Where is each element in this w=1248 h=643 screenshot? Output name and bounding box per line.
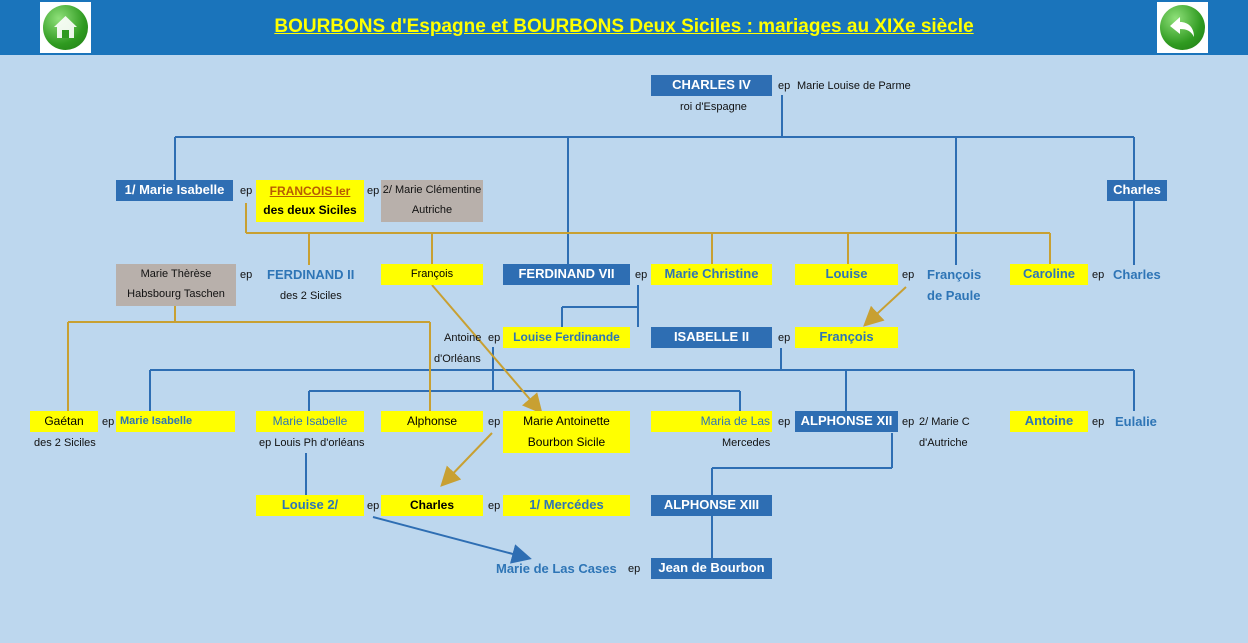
gaetan-title: des 2 Siciles (34, 437, 96, 449)
person-charles-iv: CHARLES IV (651, 75, 772, 96)
ep-label: ep (367, 185, 380, 197)
marie-isabelle-2-spouse: ep Louis Ph d'orléans (259, 437, 365, 449)
person-louise-2: Louise 2/ (256, 495, 364, 516)
marie-therese-origin: Habsbourg Taschen (127, 288, 225, 300)
person-francois-ier: FRANCOIS Ier des deux Siciles (256, 180, 364, 222)
person-charles-caroline-spouse: Charles (1113, 267, 1161, 282)
person-gaetan: Gaétan (30, 411, 98, 432)
person-marie-isabelle-1: 1/ Marie Isabelle (116, 180, 233, 201)
person-marie-isabelle-gaetan-spouse: Marie Isabelle (116, 411, 235, 432)
person-ferdinand-ii: FERDINAND II (267, 267, 355, 282)
person-louise: Louise (795, 264, 898, 285)
person-antoine: Antoine (1010, 411, 1088, 432)
family-tree: CHARLES IV ep Marie Louise de Parme roi … (0, 55, 1248, 643)
person-marie-therese: Marie Thèrèse Habsbourg Taschen (116, 264, 236, 306)
ep-label: ep (902, 269, 915, 281)
person-isabelle-ii: ISABELLE II (651, 327, 772, 348)
marie-clementine-name: 2/ Marie Clémentine (382, 184, 482, 197)
ep-label: ep (488, 416, 501, 428)
back-arrow-icon (1160, 5, 1205, 50)
person-charles-bottom: Charles (381, 495, 483, 516)
ep-label: ep (240, 185, 253, 197)
ep-label: ep (778, 80, 791, 92)
maria-de-las-mercedes-suffix: Mercedes (722, 437, 771, 449)
ep-label: ep (1092, 416, 1105, 428)
person-marie-c-autriche: 2/ Marie C (919, 416, 970, 428)
header-bar: BOURBONS d'Espagne et BOURBONS Deux Sici… (0, 0, 1248, 55)
home-icon (43, 5, 88, 50)
person-alphonse: Alphonse (381, 411, 483, 432)
francois-ier-name: FRANCOIS Ier (269, 184, 351, 198)
person-ferdinand-vii: FERDINAND VII (503, 264, 630, 285)
person-eulalie: Eulalie (1115, 414, 1157, 429)
ep-label: ep (1092, 269, 1105, 281)
ep-label: ep (902, 416, 915, 428)
ep-label: ep (102, 416, 115, 428)
back-button[interactable] (1157, 2, 1208, 53)
person-francois-sicile: François (381, 264, 483, 285)
marie-antoinette-name: Marie Antoinette (523, 414, 610, 428)
person-marie-christine: Marie Christine (651, 264, 772, 285)
marie-c-autriche-origin: d'Autriche (919, 437, 968, 449)
antoine-orleans-suffix: d'Orléans (434, 353, 481, 365)
person-marie-clementine: 2/ Marie Clémentine Autriche (381, 180, 483, 222)
person-antoine-orleans: Antoine (444, 332, 482, 344)
ferdinand-ii-title: des 2 Siciles (280, 290, 342, 302)
ep-label: ep (628, 563, 641, 575)
ep-label: ep (635, 269, 648, 281)
ep-label: ep (488, 332, 501, 344)
person-marie-isabelle-2: Marie Isabelle (256, 411, 364, 432)
person-maria-de-las-mercedes: Maria de Las (651, 411, 772, 432)
ep-label: ep (488, 500, 501, 512)
page-title: BOURBONS d'Espagne et BOURBONS Deux Sici… (274, 16, 974, 37)
person-charles-top: Charles (1107, 180, 1167, 201)
ep-label: ep (240, 269, 253, 281)
charles-iv-title: roi d'Espagne (680, 101, 747, 113)
person-marie-antoinette: Marie Antoinette Bourbon Sicile (503, 411, 630, 453)
person-caroline: Caroline (1010, 264, 1088, 285)
francois-ier-title: des deux Siciles (263, 203, 357, 217)
marie-therese-name: Marie Thèrèse (140, 268, 212, 281)
person-mercedes-1: 1/ Mercédes (503, 495, 630, 516)
ep-label: ep (367, 500, 380, 512)
person-jean-de-bourbon: Jean de Bourbon (651, 558, 772, 579)
person-francois-de-paule: François (927, 267, 982, 282)
ep-label: ep (778, 416, 791, 428)
tree-connectors (67, 95, 1135, 564)
marie-antoinette-house: Bourbon Sicile (527, 435, 606, 449)
person-alphonse-xii: ALPHONSE XII (795, 411, 898, 432)
marie-clementine-origin: Autriche (411, 204, 453, 216)
francois-de-paule-suffix: de Paule (927, 288, 981, 303)
person-alphonse-xiii: ALPHONSE XIII (651, 495, 772, 516)
person-louise-ferdinande: Louise Ferdinande (503, 327, 630, 348)
ep-label: ep (778, 332, 791, 344)
spouse-marie-louise-de-parme: Marie Louise de Parme (797, 80, 911, 92)
person-francois-isabelle-spouse: François (795, 327, 898, 348)
home-button[interactable] (40, 2, 91, 53)
person-marie-de-las-cases: Marie de Las Cases (496, 561, 617, 576)
